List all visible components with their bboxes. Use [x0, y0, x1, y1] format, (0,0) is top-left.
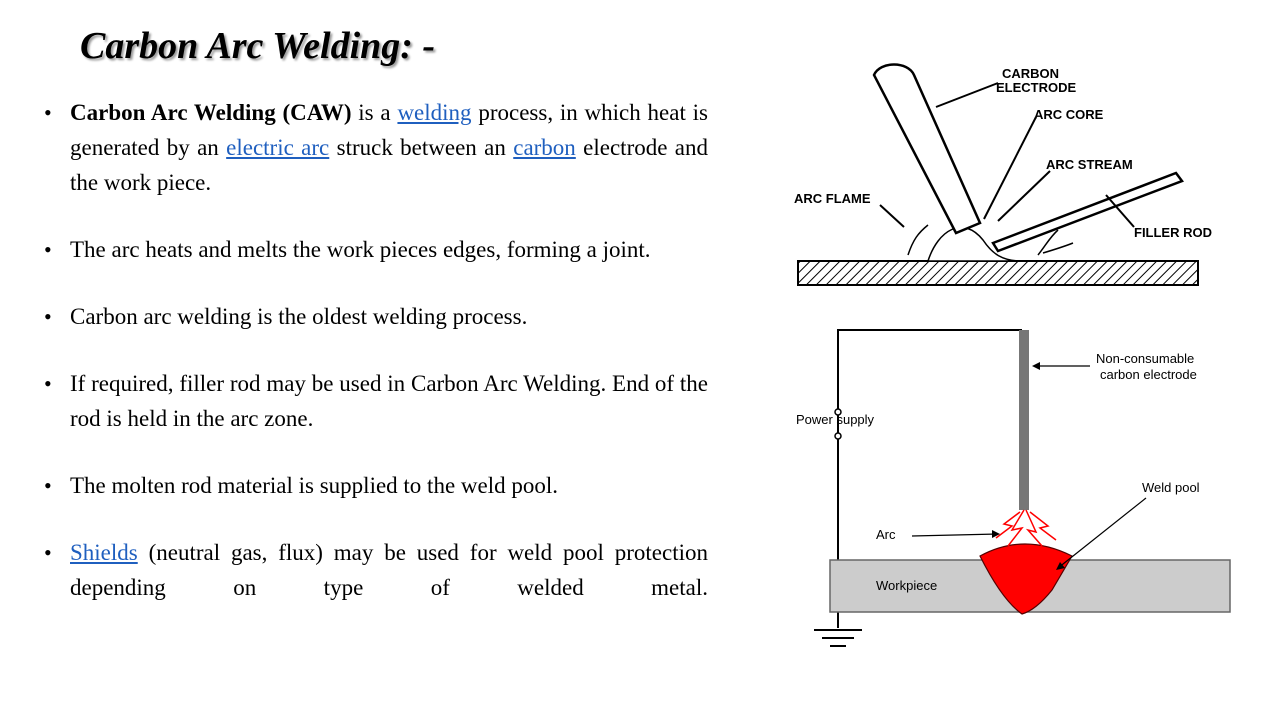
label-power-supply: Power supply	[796, 412, 875, 427]
label-electrode: ELECTRODE	[996, 80, 1077, 95]
base-plate	[797, 260, 1199, 286]
label-non-consumable: Non-consumable	[1096, 351, 1194, 366]
bullet-text: Carbon arc welding is the oldest welding…	[70, 304, 528, 329]
weld-bead	[926, 226, 1019, 262]
inline-link[interactable]: welding	[397, 100, 472, 125]
inline-link[interactable]: Shields	[70, 540, 138, 565]
carbon-electrode	[872, 63, 982, 235]
bullet-item: • The molten rod material is supplied to …	[44, 468, 708, 503]
label-arc: Arc	[876, 527, 896, 542]
leader-arc-stream	[997, 170, 1051, 222]
bullet-dot: •	[44, 100, 52, 125]
label-weld-pool: Weld pool	[1142, 480, 1200, 495]
leader-electrode	[935, 82, 999, 108]
leader-arc	[911, 533, 999, 537]
bullet-item: • Carbon arc welding is the oldest weldin…	[44, 299, 708, 334]
label-carbon: CARBON	[1002, 66, 1059, 81]
bullet-text: is a	[351, 100, 398, 125]
bullet-dot: •	[44, 540, 52, 565]
arc-spark	[1007, 509, 1025, 547]
bullet-dot: •	[44, 371, 52, 396]
terminal-top	[834, 408, 842, 416]
circuit-wire	[837, 329, 1022, 560]
label-arc-stream: ARC STREAM	[1046, 157, 1133, 172]
slide-title: Carbon Arc Welding: -	[80, 25, 436, 67]
label-workpiece: Workpiece	[876, 578, 937, 593]
carbon-arc-sketch: CARBON ELECTRODE ARC CORE ARC STREAM ARC…	[788, 55, 1248, 295]
carbon-electrode-rod	[1019, 330, 1029, 510]
bullet-text: process, in which heat is generated by a…	[70, 100, 708, 160]
inline-link[interactable]: carbon	[513, 135, 576, 160]
inline-link[interactable]: electric arc	[226, 135, 330, 160]
label-filler-rod: FILLER ROD	[1134, 225, 1212, 240]
weld-pool	[979, 543, 1073, 615]
bullet-item: • Shields (neutral gas, flux) may be used…	[44, 535, 708, 605]
label-carbon-electrode: carbon electrode	[1100, 367, 1197, 382]
arc-flame	[907, 224, 1074, 256]
label-arc-core: ARC CORE	[1034, 107, 1104, 122]
bullet-text: Carbon Arc Welding (CAW)	[70, 100, 352, 125]
bullet-text: If required, filler rod may be used in C…	[70, 371, 708, 431]
bullet-text: The arc heats and melts the work pieces …	[70, 237, 651, 262]
bullet-item: • If required, filler rod may be used in…	[44, 366, 708, 436]
bullet-dot: •	[44, 237, 52, 262]
bullet-list: • Carbon Arc Welding (CAW) is a welding p…	[44, 95, 708, 637]
caw-schematic: Non-consumable carbon electrode Power su…	[790, 320, 1240, 660]
leader-filler-rod	[1105, 194, 1135, 228]
bullet-text: electrode and the work piece.	[70, 135, 709, 195]
filler-rod	[991, 171, 1184, 253]
bullet-text: The molten rod material is supplied to t…	[70, 473, 559, 498]
leader-arc-flame	[879, 204, 905, 228]
bullet-text: (neutral gas, flux) may be used for weld…	[70, 540, 708, 600]
bullet-dot: •	[44, 304, 52, 329]
bullet-dot: •	[44, 473, 52, 498]
bullet-item: • Carbon Arc Welding (CAW) is a welding p…	[44, 95, 708, 200]
bullet-text: struck between an	[329, 135, 514, 160]
terminal-bottom	[834, 432, 842, 440]
bullet-item: • The arc heats and melts the work pieces…	[44, 232, 708, 267]
leader-weld-pool	[1057, 497, 1147, 569]
leader-arc-core	[983, 116, 1037, 220]
label-arc-flame: ARC FLAME	[794, 191, 871, 206]
